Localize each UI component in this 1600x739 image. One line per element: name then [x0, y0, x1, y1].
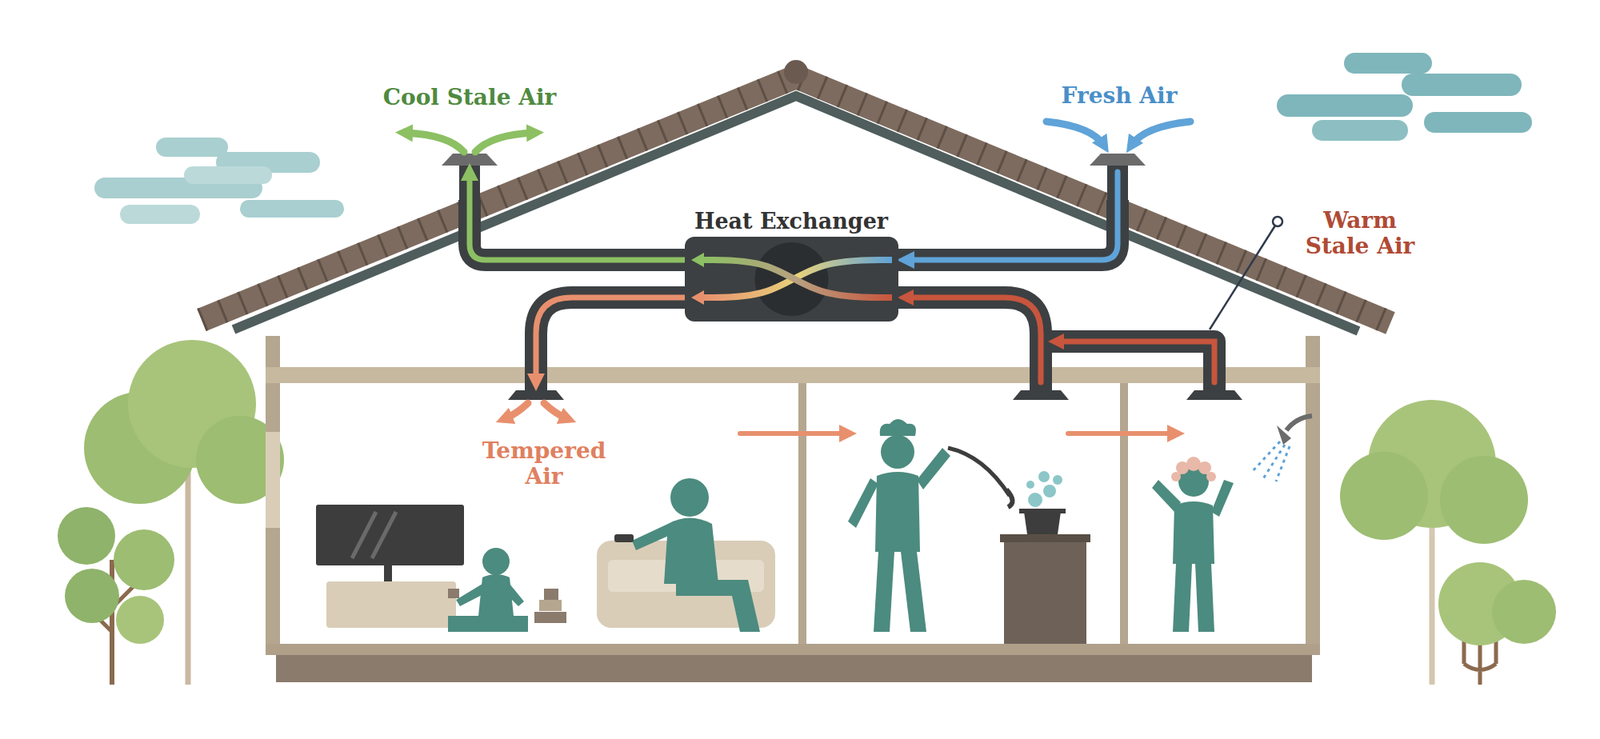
heat-exchanger: Heat Exchanger: [684, 208, 899, 322]
bathroom: [1152, 416, 1312, 632]
trees: [57, 340, 1556, 685]
heat-exchanger-box: [684, 236, 899, 322]
living-room: [316, 478, 776, 632]
ducts: [469, 200, 1215, 392]
leader-line: [1209, 216, 1283, 330]
roof: [201, 60, 1391, 332]
outlet-label: Cool Stale Air: [383, 84, 557, 111]
exhaust-label: Warm Stale Air: [1292, 208, 1428, 260]
kitchen: [848, 419, 1091, 644]
house-frame: [265, 336, 1320, 683]
ceiling-diffusers: [508, 390, 1243, 400]
node-heading: Heat Exchanger: [684, 208, 899, 234]
inlet-label: Fresh Air: [1061, 83, 1178, 109]
supply-label: Tempered Air: [482, 438, 607, 490]
airflow-arrows: [404, 121, 1215, 434]
roof-vents: [441, 153, 1146, 216]
